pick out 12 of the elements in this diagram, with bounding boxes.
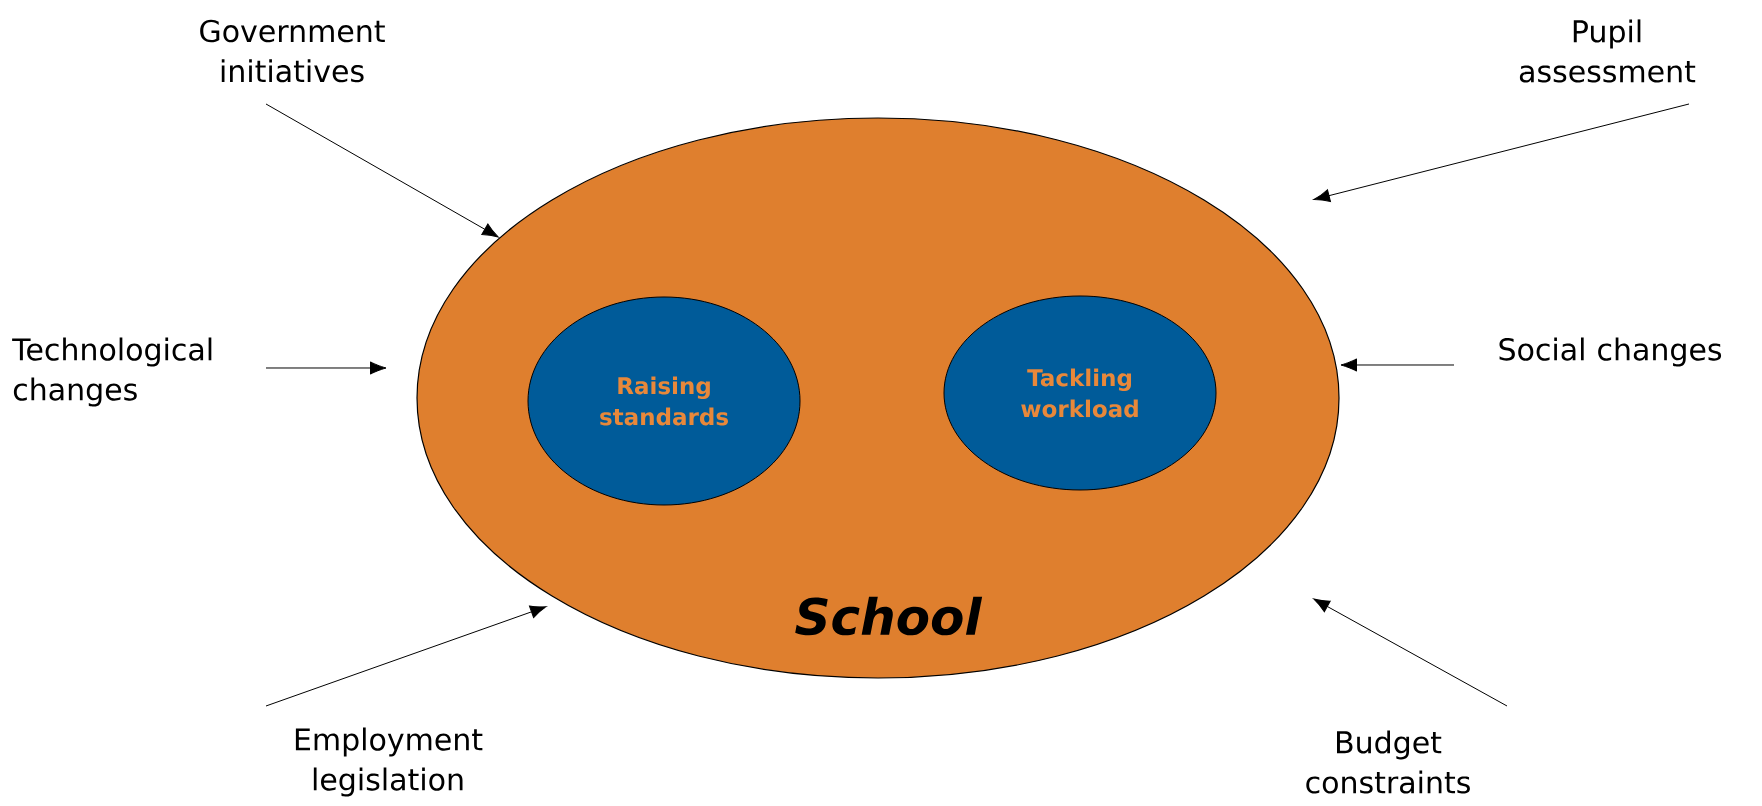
arrow: [265, 605, 547, 707]
factor-label: Social changes: [1499, 337, 1722, 367]
arrow: [265, 103, 499, 238]
arrow: [1313, 598, 1508, 707]
arrow: [1313, 103, 1690, 203]
factor-label: Employment legislation: [295, 727, 483, 797]
arrow: [1340, 358, 1455, 372]
factor-label: Government initiatives: [200, 19, 385, 83]
factor-label: Pupil assessment: [1519, 19, 1696, 83]
arrow: [265, 361, 387, 375]
factor-label: Budget constraints: [1306, 730, 1470, 794]
factor-label: Technological changes: [12, 337, 212, 407]
